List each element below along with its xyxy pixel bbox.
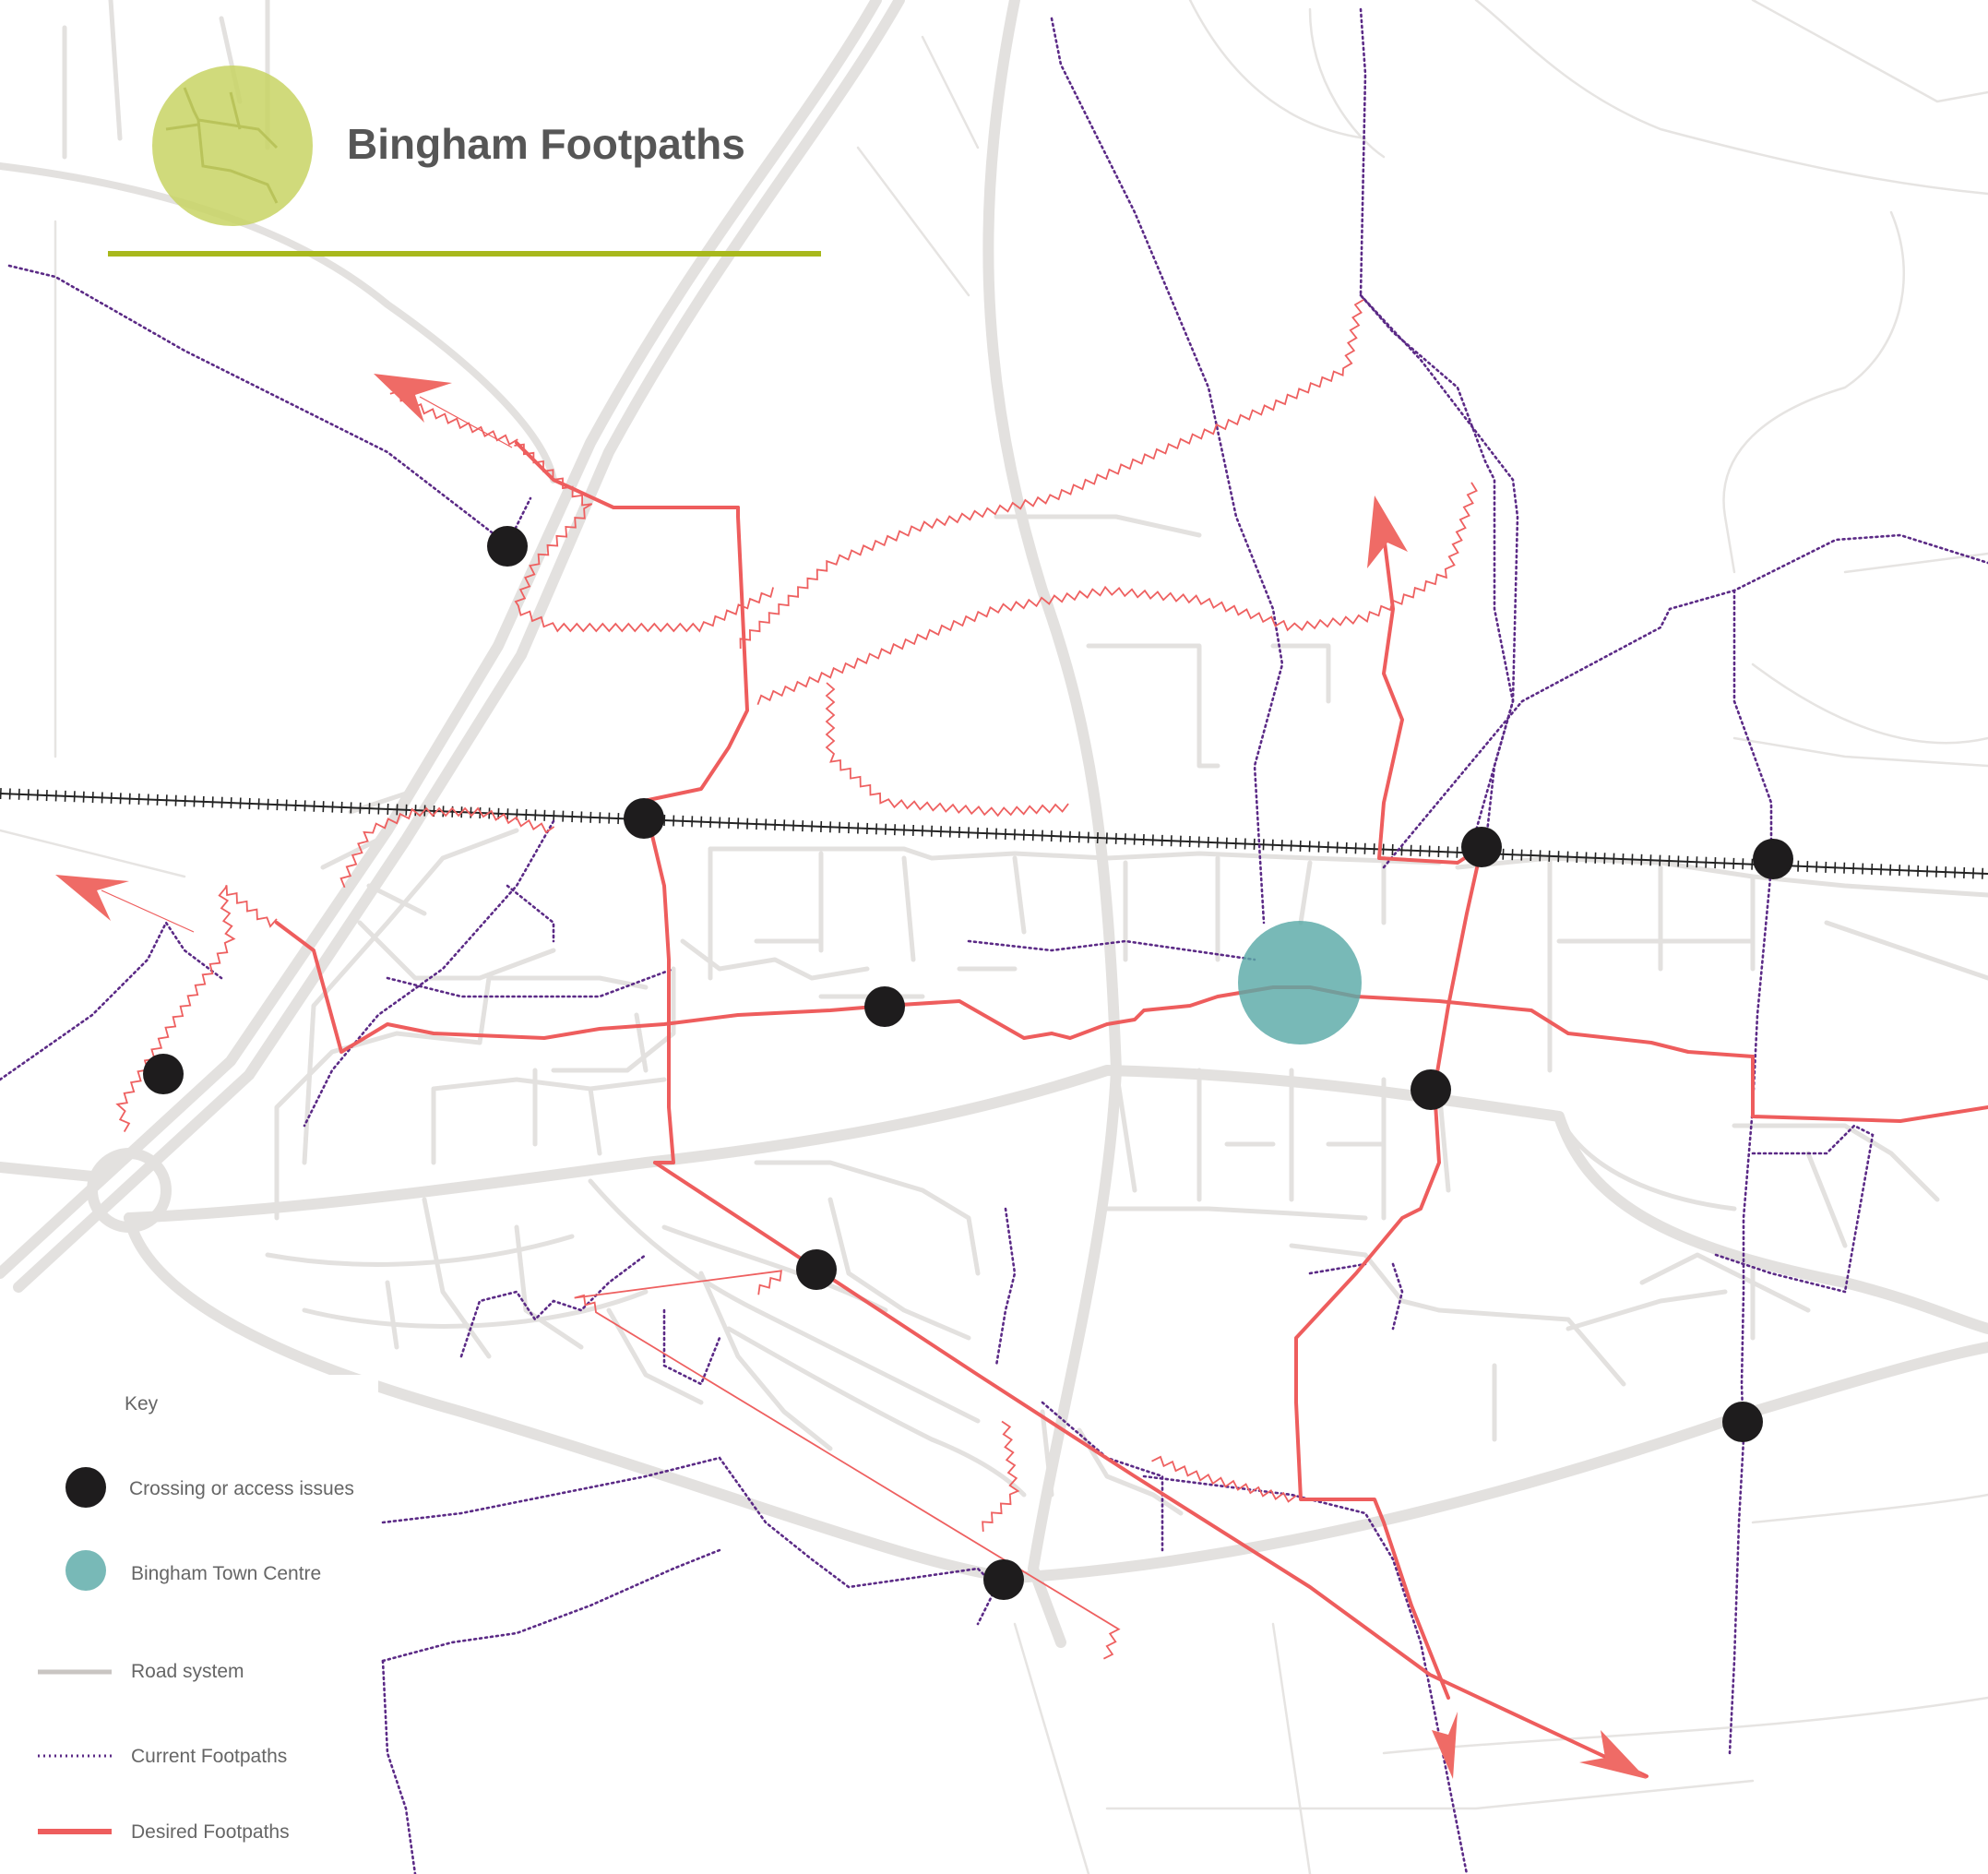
arrow-northwest (374, 374, 452, 423)
fp-estate-a (459, 1253, 648, 1358)
railway-line (0, 788, 1988, 879)
fp-south-vert-left (381, 1659, 417, 1874)
title-block: Bingham Footpaths (108, 66, 821, 257)
issue-marker (143, 1054, 184, 1094)
fp-east-diagonal (1359, 293, 1519, 832)
desired-east-vertical (1294, 845, 1483, 1700)
key-heading: Key (125, 1393, 159, 1414)
fp-north-1 (1050, 17, 1284, 925)
arrow-north (1367, 495, 1408, 568)
road-a46-west (0, 0, 882, 1279)
page-title: Bingham Footpaths (347, 120, 745, 168)
desired-north-top (515, 441, 740, 509)
fp-nw-diagonal (7, 264, 532, 546)
issue-marker (624, 798, 664, 839)
arrow-northwest-stem (419, 396, 513, 448)
road-north-west (62, 0, 270, 160)
desired-zig-north-loop (514, 443, 774, 633)
fp-west-spine (386, 967, 675, 998)
desired-north-east-spur (1377, 533, 1483, 865)
issue-marker (796, 1249, 837, 1290)
desired-zig-south-links (1151, 1455, 1297, 1503)
desired-zig-west-loop (115, 885, 278, 1133)
desired-east-continue (1751, 1055, 1988, 1123)
road-a46-east (13, 0, 905, 1293)
map-key: Key Crossing or access issues Bingham To… (38, 1393, 354, 1843)
desired-west-vertical (642, 799, 675, 1164)
arrow-west (55, 875, 129, 921)
teal-dot-icon (65, 1550, 106, 1591)
fp-west-diag (0, 920, 223, 1081)
desired-zig-south-west (982, 1420, 1020, 1532)
arrow-west-stem (101, 889, 195, 933)
road-southern-bypass (124, 1212, 1988, 1583)
issue-marker (1753, 839, 1793, 879)
fp-west-estate-2 (506, 884, 555, 943)
desired-zig-inner-loop (756, 482, 1478, 706)
title-badge-icon (165, 87, 279, 204)
fp-west-estate-1 (303, 819, 555, 1128)
roundabout-west (87, 1148, 172, 1233)
road-central-ns (982, 0, 1122, 1648)
estate-roads-south (265, 1160, 1184, 1516)
fp-east-north (1382, 533, 1988, 869)
black-dot-icon (65, 1467, 106, 1508)
fp-town-north (967, 939, 1256, 961)
road-north-loop (0, 162, 557, 483)
desired-zig-west-rail (339, 806, 555, 889)
fp-estate-b (662, 1308, 721, 1386)
fp-far-east-vert (1728, 865, 1773, 1755)
desired-zig-north-mid (739, 299, 1364, 650)
arrow-southeast (1579, 1730, 1647, 1779)
road-west-link (0, 1162, 98, 1182)
estate-roads-east (1289, 855, 1988, 1442)
issue-marker (487, 526, 528, 567)
issue-marker (1461, 827, 1502, 867)
desired-north-vertical (642, 506, 749, 803)
key-label-desired: Desired Footpaths (131, 1821, 290, 1843)
issue-marker (864, 986, 905, 1027)
desired-main-east-west (275, 921, 1755, 1058)
desired-footpaths (55, 299, 1988, 1779)
issue-marker (1722, 1402, 1763, 1442)
title-rule (108, 251, 821, 257)
fp-east-small (1308, 1262, 1404, 1331)
fp-estate-c (994, 1207, 1017, 1367)
desired-zig-estate (574, 1270, 1121, 1660)
issue-marker (1411, 1069, 1451, 1110)
crossing-issue-markers (143, 526, 1793, 1600)
fp-east-estate (1714, 1124, 1875, 1294)
key-panel (0, 1375, 378, 1874)
fp-south-far-west (381, 1548, 721, 1663)
estate-roads-west (274, 791, 870, 1221)
key-label-current: Current Footpaths (131, 1746, 287, 1767)
issue-marker (983, 1559, 1024, 1600)
road-long-acre (124, 1065, 1988, 1334)
key-label-road: Road system (131, 1661, 244, 1682)
fp-north-2 (1359, 7, 1515, 851)
town-centre-marker (1238, 921, 1362, 1044)
arrow-south (1432, 1712, 1458, 1779)
desired-zig-ne-loop (825, 682, 1069, 818)
key-label-town-centre: Bingham Town Centre (131, 1563, 321, 1584)
key-label-crossing: Crossing or access issues (129, 1478, 354, 1499)
title-badge (152, 66, 313, 226)
fp-east-vert (1732, 589, 1773, 869)
